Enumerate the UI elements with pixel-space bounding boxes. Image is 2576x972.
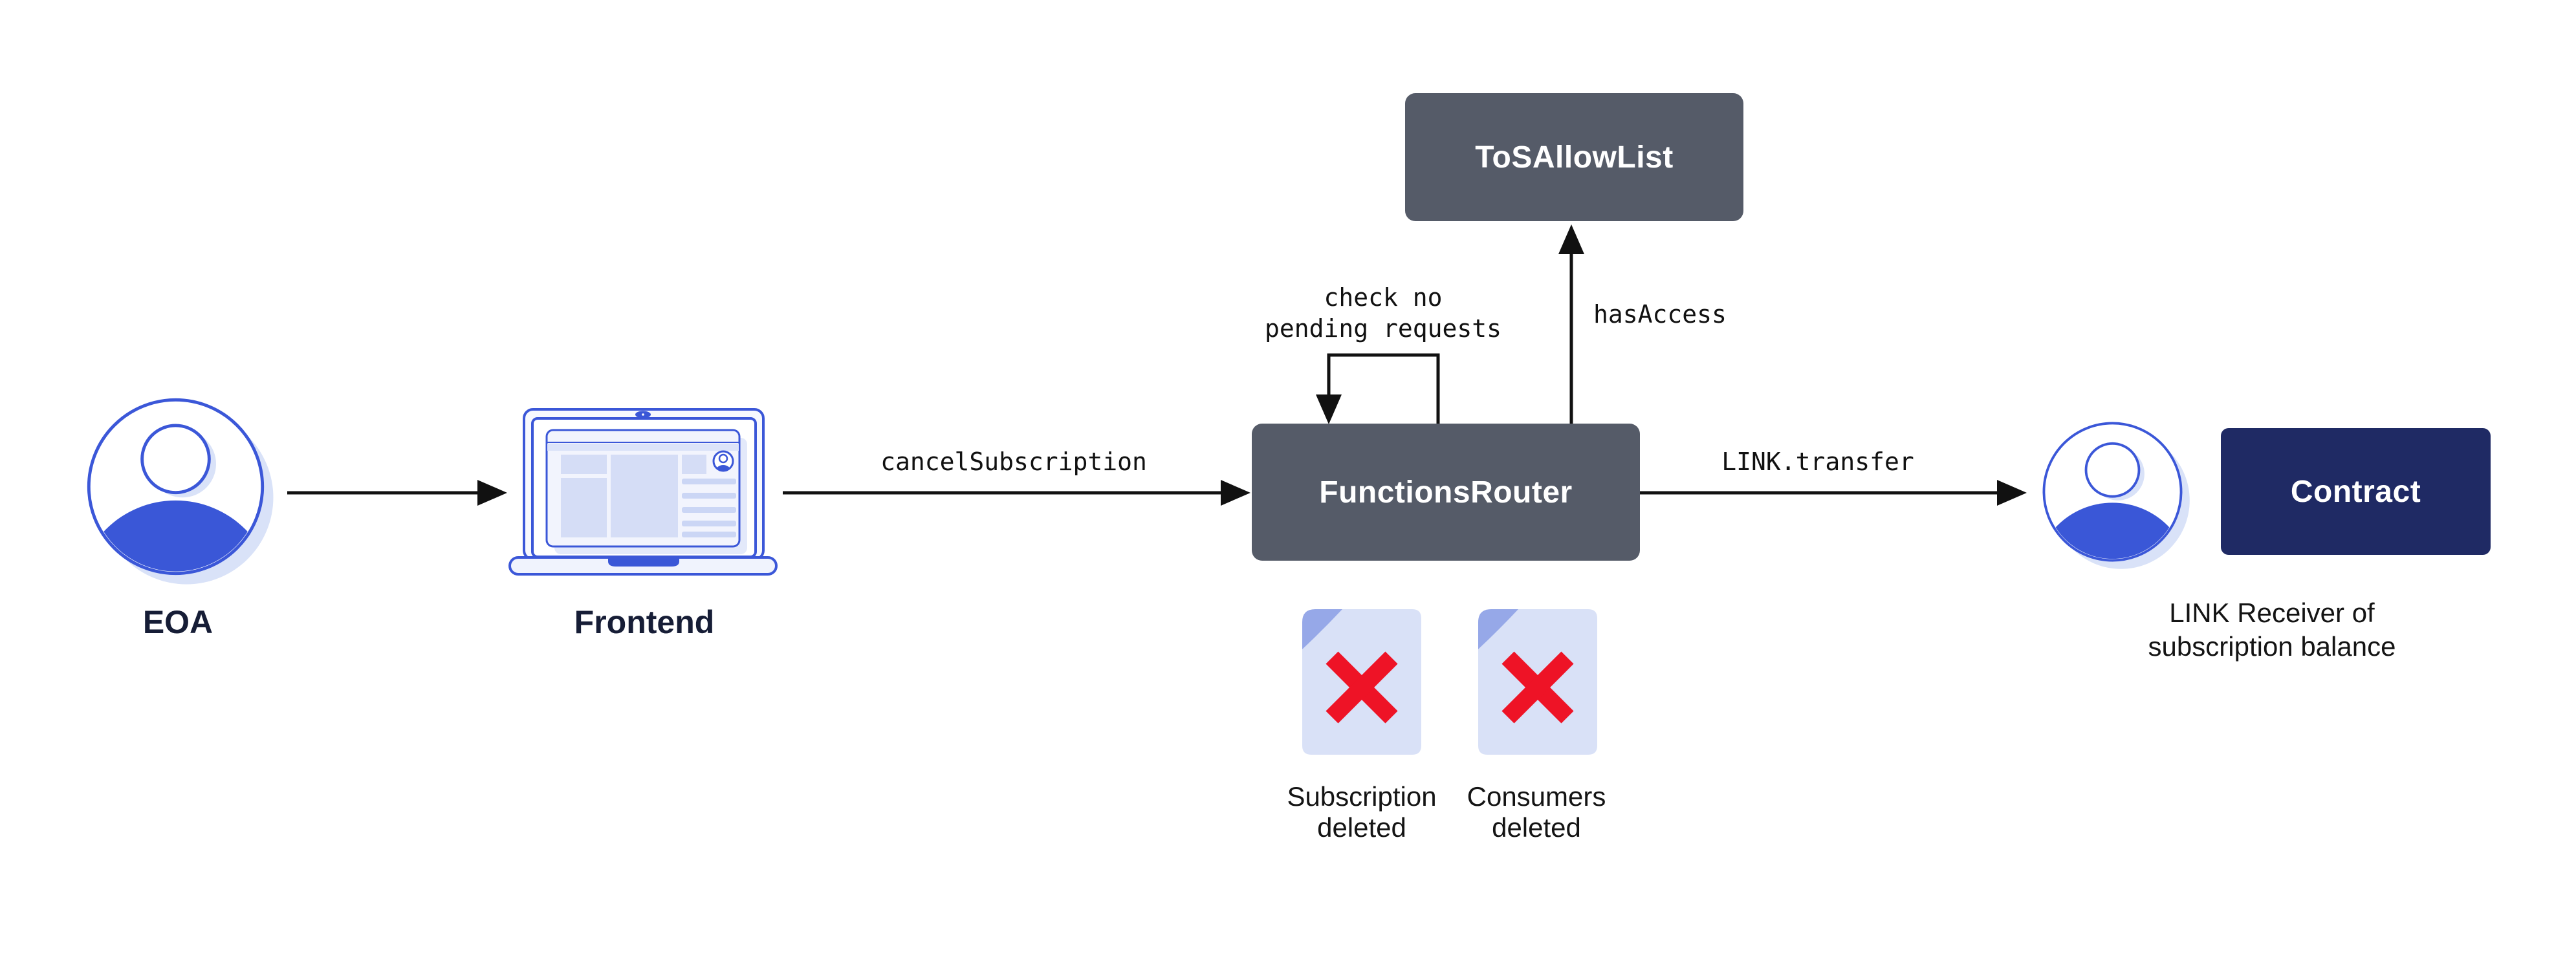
- functions-router-box: FunctionsRouter: [1252, 424, 1640, 561]
- frontend-laptop-icon: [508, 408, 778, 576]
- check-pending-line1: check no: [1324, 283, 1443, 312]
- link-transfer-label: LINK.transfer: [1721, 448, 1914, 476]
- has-access-label: hasAccess: [1593, 300, 1727, 329]
- check-pending-line2: pending requests: [1264, 314, 1502, 343]
- link-receiver-label: LINK Receiver of subscription balance: [2148, 596, 2396, 664]
- eoa-label: EOA: [142, 604, 213, 640]
- subscription-deleted-line1: Subscription: [1287, 781, 1437, 812]
- link-receiver-line1: LINK Receiver of: [2169, 598, 2375, 628]
- arrow-self-loop-check-pending: [1316, 353, 1440, 424]
- consumers-deleted-label: Consumers deleted: [1467, 781, 1606, 843]
- functions-router-label: FunctionsRouter: [1319, 475, 1573, 510]
- frontend-label: Frontend: [574, 604, 715, 640]
- check-pending-label: check no pending requests: [1265, 282, 1501, 344]
- subscription-deleted-label: Subscription deleted: [1287, 781, 1436, 843]
- cancel-subscription-label: cancelSubscription: [880, 448, 1147, 476]
- consumers-deleted-line2: deleted: [1492, 812, 1581, 843]
- contract-label: Contract: [2290, 474, 2421, 509]
- receiver-person-avatar-icon: [2042, 422, 2190, 569]
- contract-box: Contract: [2221, 428, 2491, 555]
- tos-allow-list-label: ToSAllowList: [1475, 140, 1674, 175]
- consumers-deleted-line1: Consumers: [1467, 781, 1606, 812]
- eoa-person-avatar-icon: [87, 398, 274, 585]
- subscription-deleted-line2: deleted: [1317, 812, 1406, 843]
- tos-allow-list-box: ToSAllowList: [1405, 93, 1743, 221]
- link-receiver-line2: subscription balance: [2148, 631, 2396, 662]
- subscription-deleted-document-icon: [1302, 609, 1421, 755]
- consumers-deleted-document-icon: [1478, 609, 1597, 755]
